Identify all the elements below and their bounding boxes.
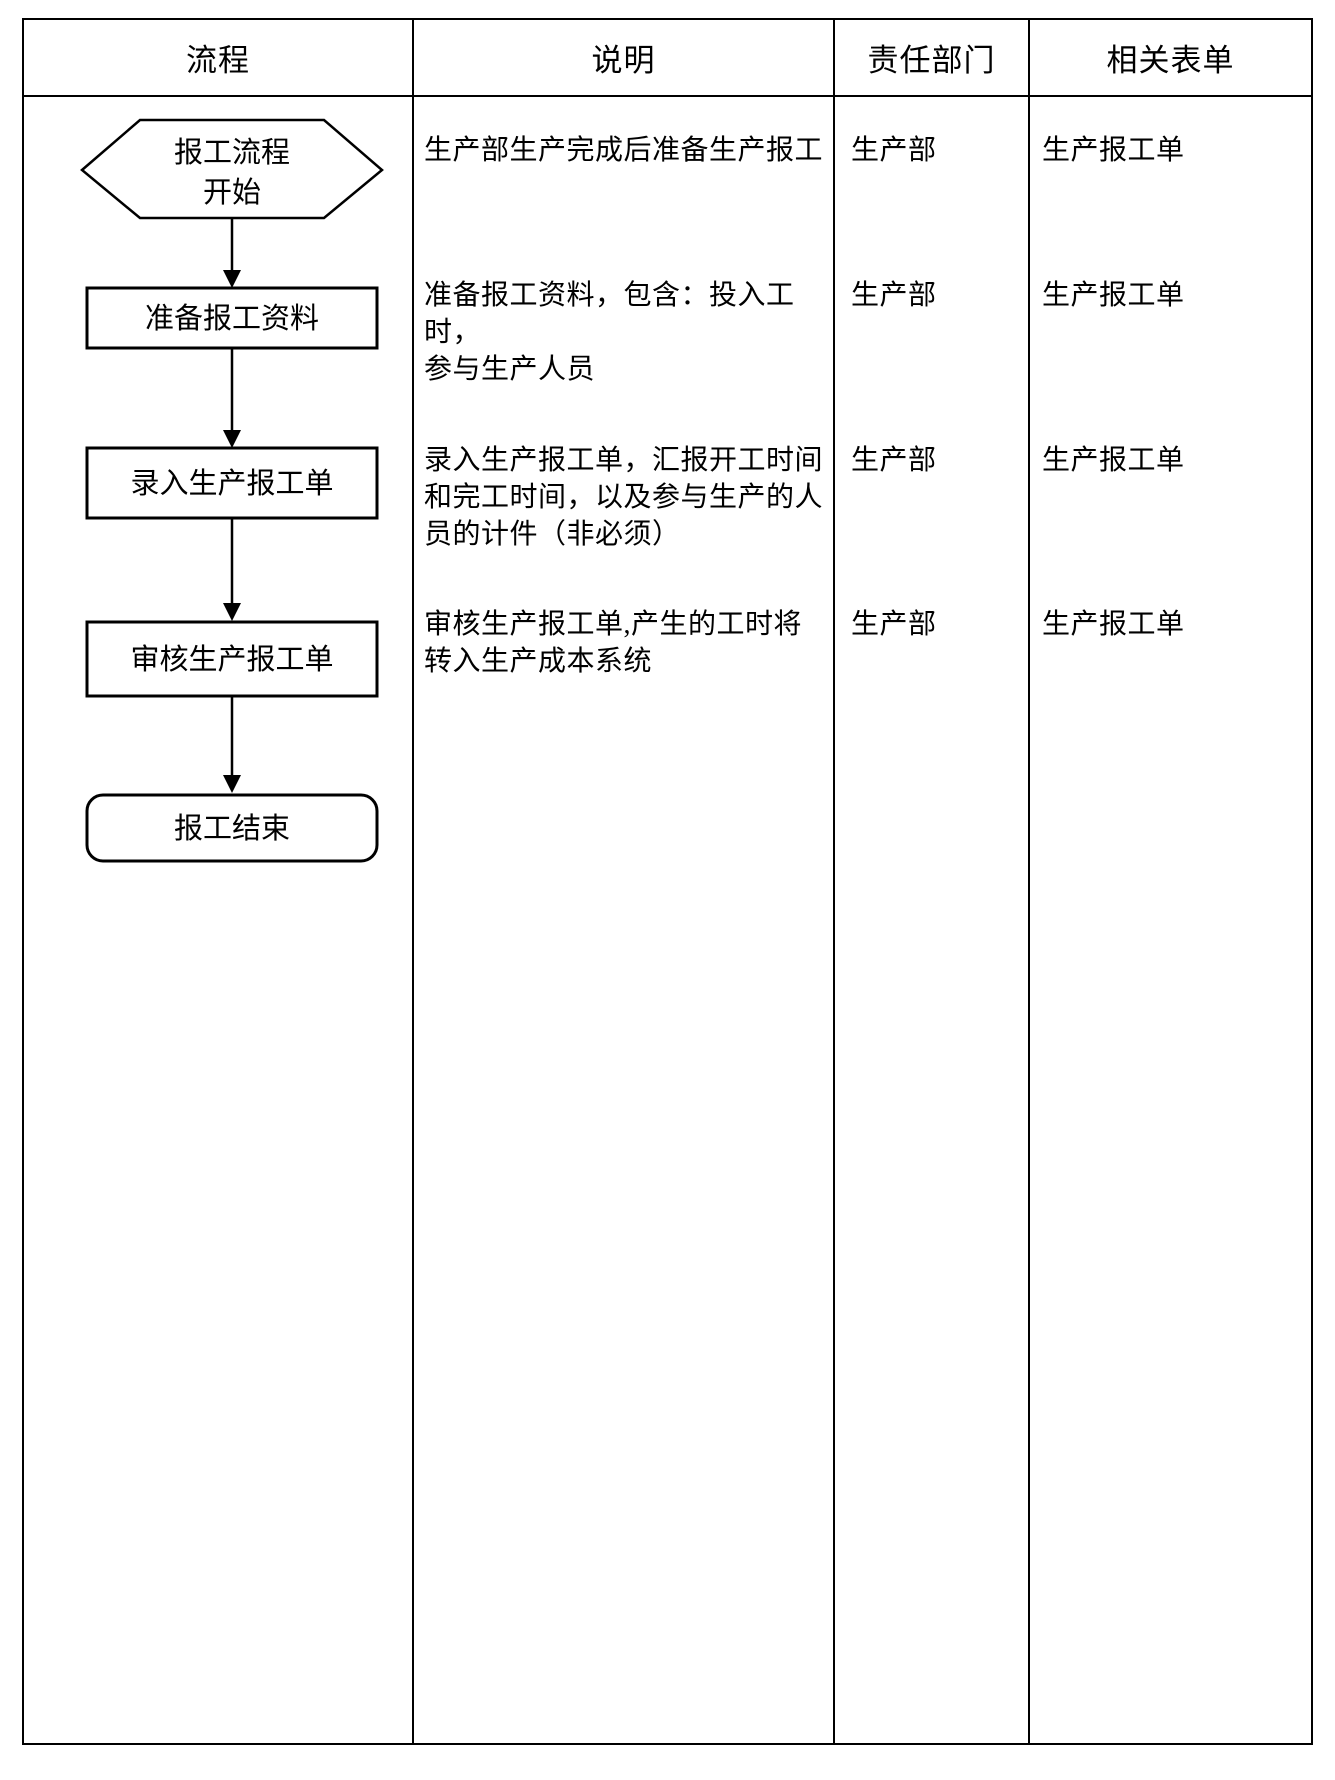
step2-node-label: 录入生产报工单 (130, 467, 333, 500)
header-cell-description: 说明 (414, 20, 835, 95)
description-column: 生产部生产完成后准备生产报工 准备报工资料，包含：投入工时， 参与生产人员 录入… (414, 97, 835, 1743)
form-row-2: 生产报工单 (1042, 280, 1185, 311)
description-row-1: 生产部生产完成后准备生产报工 (424, 135, 824, 166)
end-node-label: 报工结束 (174, 812, 290, 845)
step3-node: 审核生产报工单 (85, 620, 379, 698)
form-row-1: 生产报工单 (1042, 135, 1185, 166)
arrow-step2-to-step3 (223, 518, 241, 621)
arrow-step3-to-end (223, 696, 241, 793)
step3-node-label: 审核生产报工单 (130, 643, 333, 676)
start-node-label-line1: 报工流程 (174, 136, 290, 169)
table-body-row: 报工流程 开始 准备报工资料 录入生产报工单 (24, 97, 1311, 1743)
step1-node-label: 准备报工资料 (145, 302, 319, 335)
process-flow-table: 流程 说明 责任部门 相关表单 报工流程 开始 准备报工资料 (22, 18, 1313, 1745)
description-row-3: 录入生产报工单，汇报开工时间 和完工时间，以及参与生产的人 员的计件（非必须） (424, 445, 824, 550)
start-node: 报工流程 开始 (80, 118, 384, 220)
description-row-2: 准备报工资料，包含：投入工时， 参与生产人员 (424, 280, 795, 385)
header-cell-forms: 相关表单 (1106, 43, 1235, 78)
flowchart-diagram: 报工流程 开始 准备报工资料 录入生产报工单 (80, 118, 384, 863)
description-row-4: 审核生产报工单,产生的工时将 转入生产成本系统 (424, 609, 803, 677)
arrow-start-to-step1 (223, 218, 241, 288)
arrow-step1-to-step2 (223, 348, 241, 448)
department-row-1: 生产部 (851, 135, 937, 166)
flowchart-column: 报工流程 开始 准备报工资料 录入生产报工单 (24, 97, 414, 1743)
department-row-4: 生产部 (851, 609, 937, 640)
end-node: 报工结束 (85, 793, 379, 863)
start-node-label-line2: 开始 (203, 176, 261, 209)
form-row-4: 生产报工单 (1042, 609, 1185, 640)
step1-node: 准备报工资料 (85, 286, 379, 350)
department-column: 生产部 生产部 生产部 生产部 (835, 97, 1030, 1743)
header-cell-process: 流程 (24, 20, 414, 95)
department-row-3: 生产部 (851, 445, 937, 476)
department-row-2: 生产部 (851, 280, 937, 311)
header-cell-department: 责任部门 (835, 20, 1030, 95)
form-row-3: 生产报工单 (1042, 445, 1185, 476)
step2-node: 录入生产报工单 (85, 446, 379, 520)
table-header-row: 流程 说明 责任部门 相关表单 (24, 20, 1311, 97)
forms-column: 生产报工单 生产报工单 生产报工单 生产报工单 (1030, 97, 1311, 1743)
